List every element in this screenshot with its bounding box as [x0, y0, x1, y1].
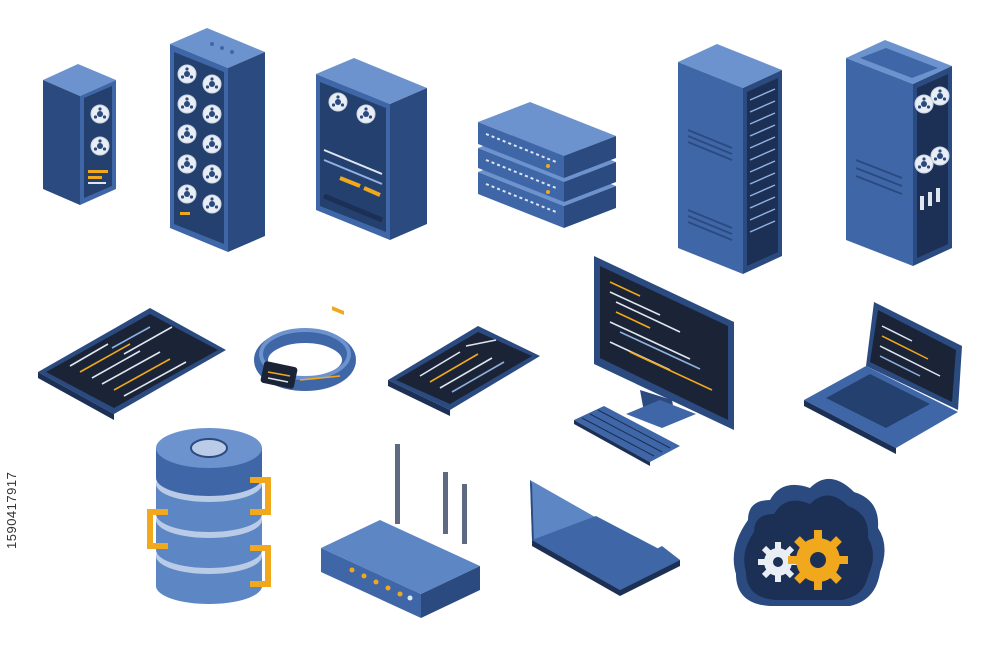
tape-deck-rack [316, 58, 427, 315]
smartphone-with-code [388, 326, 540, 416]
wifi-router [321, 444, 480, 618]
keyboard [574, 406, 680, 466]
smart-wristband [254, 328, 356, 391]
open-laptop-with-code [804, 302, 962, 454]
desktop-monitor-with-code [594, 256, 734, 430]
stock-image-id: 1590417917 [4, 471, 19, 549]
small-tape-server-tower [43, 64, 116, 205]
stacked-network-switches [478, 102, 616, 228]
orange-gear-icon [788, 530, 848, 590]
cloud-with-gears [733, 478, 885, 606]
tall-tape-reel-rack [170, 28, 265, 252]
laptop-back-view [530, 480, 680, 596]
tape-storage-cabinet [846, 40, 952, 266]
white-gear-icon [758, 542, 798, 582]
tablet-with-code [38, 308, 226, 420]
server-rack-tower [678, 44, 782, 274]
database-cylinder [147, 428, 271, 604]
